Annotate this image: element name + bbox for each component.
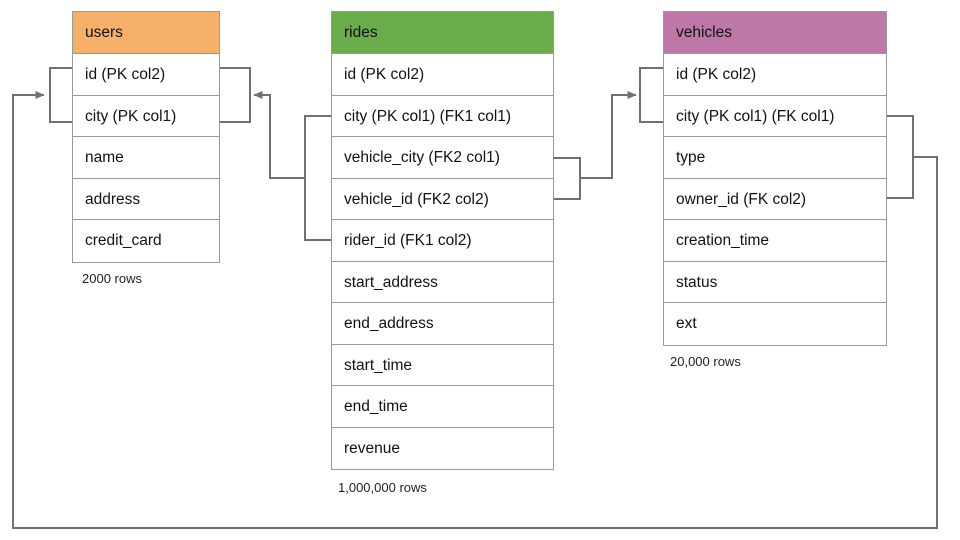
table-rides-column-start-address[interactable]: start_address	[332, 261, 553, 303]
table-rides-column-city[interactable]: city (PK col1) (FK1 col1)	[332, 95, 553, 137]
table-rides-column-end-time[interactable]: end_time	[332, 386, 553, 428]
table-vehicles-column-city[interactable]: city (PK col1) (FK col1)	[664, 95, 886, 137]
table-vehicles-column-creation-time[interactable]: creation_time	[664, 220, 886, 262]
table-vehicles-header: vehicles	[664, 12, 886, 54]
table-rides-column-revenue[interactable]: revenue	[332, 427, 553, 469]
table-vehicles-row-count: 20,000 rows	[670, 354, 741, 369]
table-vehicles[interactable]: vehicles id (PK col2) city (PK col1) (FK…	[663, 11, 887, 346]
users-left-bracket	[49, 67, 72, 123]
table-rides-column-id[interactable]: id (PK col2)	[332, 54, 553, 96]
table-users-row-count: 2000 rows	[82, 271, 142, 286]
table-rides[interactable]: rides id (PK col2) city (PK col1) (FK1 c…	[331, 11, 554, 470]
table-users-header: users	[73, 12, 219, 54]
users-right-bracket	[220, 67, 251, 123]
rides-fk2-bracket	[554, 157, 581, 200]
table-vehicles-column-type[interactable]: type	[664, 137, 886, 179]
table-vehicles-column-ext[interactable]: ext	[664, 303, 886, 345]
table-rides-row-count: 1,000,000 rows	[338, 480, 427, 495]
vehicles-right-bracket	[887, 115, 914, 199]
table-users-column-credit-card[interactable]: credit_card	[73, 220, 219, 262]
table-vehicles-column-id[interactable]: id (PK col2)	[664, 54, 886, 96]
rides-fk1-bracket	[304, 115, 331, 241]
rides-fk1-to-users-line	[253, 91, 305, 179]
table-users-column-id[interactable]: id (PK col2)	[73, 54, 219, 96]
table-rides-column-rider-id[interactable]: rider_id (FK1 col2)	[332, 220, 553, 262]
table-rides-column-end-address[interactable]: end_address	[332, 303, 553, 345]
table-users-column-name[interactable]: name	[73, 137, 219, 179]
table-vehicles-column-owner-id[interactable]: owner_id (FK col2)	[664, 178, 886, 220]
table-rides-column-vehicle-id[interactable]: vehicle_id (FK2 col2)	[332, 178, 553, 220]
table-users-column-address[interactable]: address	[73, 178, 219, 220]
table-users-column-city[interactable]: city (PK col1)	[73, 95, 219, 137]
vehicles-left-bracket	[639, 67, 663, 123]
table-rides-header: rides	[332, 12, 553, 54]
table-rides-column-vehicle-city[interactable]: vehicle_city (FK2 col1)	[332, 137, 553, 179]
table-vehicles-column-status[interactable]: status	[664, 261, 886, 303]
rides-fk2-to-vehicles-line	[580, 91, 637, 179]
table-users[interactable]: users id (PK col2) city (PK col1) name a…	[72, 11, 220, 263]
table-rides-column-start-time[interactable]: start_time	[332, 344, 553, 386]
